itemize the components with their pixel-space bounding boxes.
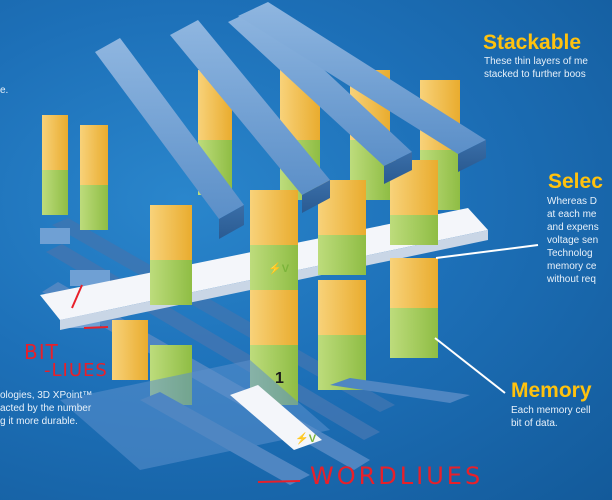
left-bottom-line-1: ologies, 3D XPoint™ bbox=[0, 390, 92, 403]
selector-voltage-label-top: ⚡V bbox=[268, 262, 289, 275]
selector-heading: Selec bbox=[548, 170, 603, 194]
selector-text-line-4: voltage sen bbox=[547, 235, 598, 248]
selector-text-line-6: memory ce bbox=[547, 261, 596, 274]
memory-text-line-1: Each memory cell bbox=[511, 405, 590, 418]
selector-text-line-1: Whereas D bbox=[547, 196, 597, 209]
annotation-bit-stroke-2 bbox=[84, 327, 108, 328]
annotation-lines: -LIUES bbox=[44, 360, 108, 381]
memory-text-line-2: bit of data. bbox=[511, 418, 558, 431]
stackable-text-line-1: These thin layers of me bbox=[484, 56, 588, 69]
left-bottom-line-3: g it more durable. bbox=[0, 416, 78, 429]
stackable-heading: Stackable bbox=[483, 31, 581, 55]
cell-number-label: 1 bbox=[275, 370, 284, 388]
selector-text-line-7: without req bbox=[547, 274, 596, 287]
annotation-wordline-dash bbox=[258, 481, 300, 482]
left-bar-stub-1 bbox=[40, 228, 70, 244]
selector-text-line-3: and expens bbox=[547, 222, 599, 235]
annotation-wordlines: WORDLIUES bbox=[310, 462, 483, 490]
left-bottom-line-2: acted by the number bbox=[0, 403, 91, 416]
selector-voltage-label-bottom: ⚡V bbox=[295, 432, 316, 445]
selector-text-line-5: Technolog bbox=[547, 248, 593, 261]
stackable-text-line-2: stacked to further boos bbox=[484, 69, 586, 82]
left-top-fragment: e. bbox=[0, 85, 8, 98]
memory-callout-line bbox=[435, 338, 505, 393]
selector-text-line-2: at each me bbox=[547, 209, 596, 222]
memory-heading: Memory bbox=[511, 379, 592, 403]
